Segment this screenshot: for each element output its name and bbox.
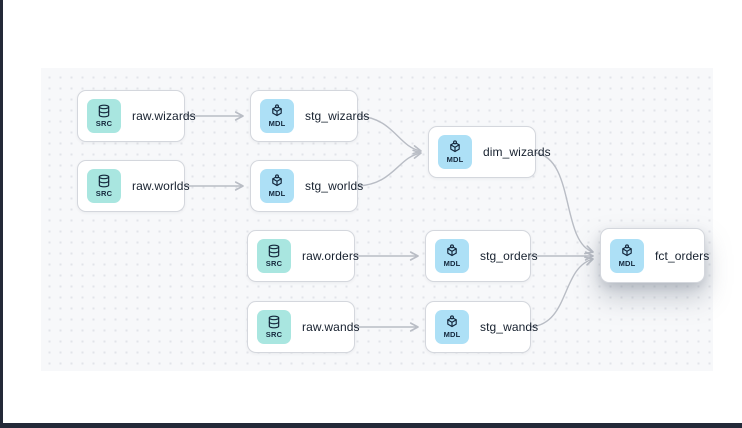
cube-icon — [450, 140, 460, 153]
model-badge: MDL — [260, 169, 294, 203]
badge-label: SRC — [95, 119, 113, 129]
node-label: stg_wizards — [305, 109, 370, 123]
database-icon — [268, 244, 280, 258]
cube-icon — [272, 174, 282, 187]
node-label: stg_orders — [480, 249, 538, 263]
node-raw-orders[interactable]: SRC raw.orders — [247, 230, 359, 282]
badge-label: MDL — [443, 259, 461, 269]
node-label: stg_wands — [480, 320, 539, 334]
node-stg-worlds[interactable]: MDL stg_worlds — [250, 160, 363, 212]
node-label: stg_worlds — [305, 179, 364, 193]
badge-label: MDL — [268, 119, 286, 129]
node-raw-wands[interactable]: SRC raw.wands — [247, 301, 360, 353]
source-badge: SRC — [87, 99, 121, 133]
source-badge: SRC — [257, 239, 291, 273]
node-label: dim_wizards — [483, 145, 551, 159]
badge-label: SRC — [95, 189, 113, 199]
cube-icon — [622, 244, 632, 256]
window-edge-bottom — [0, 423, 742, 428]
node-label: fct_orders — [655, 248, 710, 263]
model-badge: MDL — [435, 239, 469, 273]
node-label: raw.wands — [302, 320, 360, 334]
database-icon — [268, 315, 280, 329]
node-stg-wizards[interactable]: MDL stg_wizards — [250, 90, 369, 142]
node-fct-orders[interactable]: MDL fct_orders — [600, 228, 709, 283]
node-raw-wizards[interactable]: SRC raw.wizards — [77, 90, 196, 142]
badge-label: MDL — [443, 330, 461, 340]
badge-label: MDL — [268, 189, 286, 199]
node-raw-worlds[interactable]: SRC raw.worlds — [77, 160, 190, 212]
badge-label: SRC — [265, 259, 283, 269]
node-label: raw.worlds — [132, 179, 190, 193]
node-stg-wands[interactable]: MDL stg_wands — [425, 301, 538, 353]
cube-icon — [447, 315, 457, 328]
node-dim-wizards[interactable]: MDL dim_wizards — [428, 126, 551, 178]
cube-icon — [272, 104, 282, 117]
badge-label: MDL — [446, 155, 464, 165]
badge-label: MDL — [618, 258, 636, 268]
node-label: raw.wizards — [132, 109, 196, 123]
model-badge: MDL — [260, 99, 294, 133]
model-badge: MDL — [438, 135, 472, 169]
source-badge: SRC — [87, 169, 121, 203]
database-icon — [98, 174, 110, 188]
database-icon — [98, 104, 110, 118]
window-edge-left — [0, 0, 3, 428]
source-badge: SRC — [257, 310, 291, 344]
badge-label: SRC — [265, 330, 283, 340]
model-badge: MDL — [435, 310, 469, 344]
cube-icon — [447, 244, 457, 257]
node-stg-orders[interactable]: MDL stg_orders — [425, 230, 538, 282]
node-label: raw.orders — [302, 249, 360, 263]
model-badge: MDL — [610, 238, 644, 273]
